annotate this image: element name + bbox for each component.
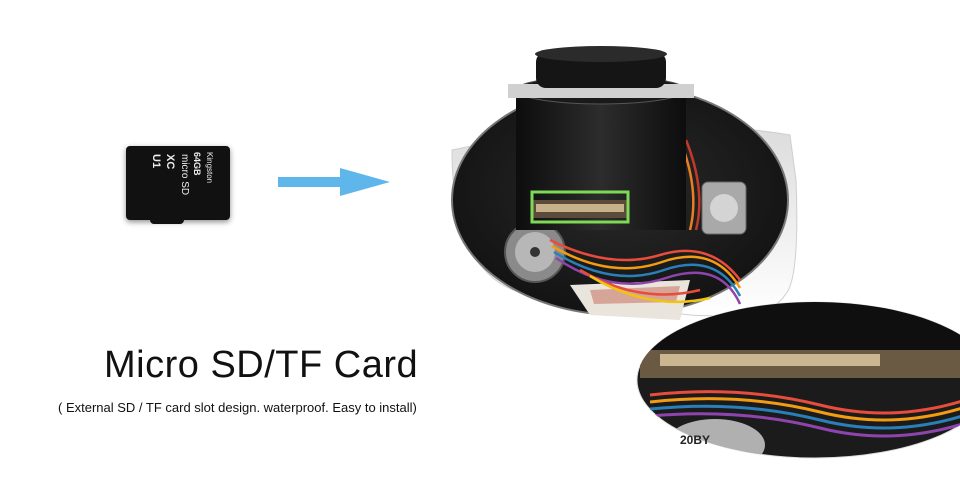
card-brand: Kingston <box>205 152 214 184</box>
micro-sd-card-image: Kingston 64GB micro SD XC U1 <box>126 146 230 220</box>
micro-sd-card-notch <box>150 212 184 224</box>
card-capacity: 64GB <box>192 152 202 176</box>
inset-label: 20BY <box>680 433 710 447</box>
right-arrow-icon <box>278 168 390 196</box>
dome-camera-image: 20BY <box>451 46 960 459</box>
page-subtitle: ( External SD / TF card slot design. wat… <box>58 400 417 415</box>
card-speed: U1 <box>150 154 162 169</box>
card-type: micro SD <box>179 154 190 196</box>
page-title: Micro SD/TF Card <box>104 344 419 386</box>
card-class: XC <box>164 154 176 170</box>
